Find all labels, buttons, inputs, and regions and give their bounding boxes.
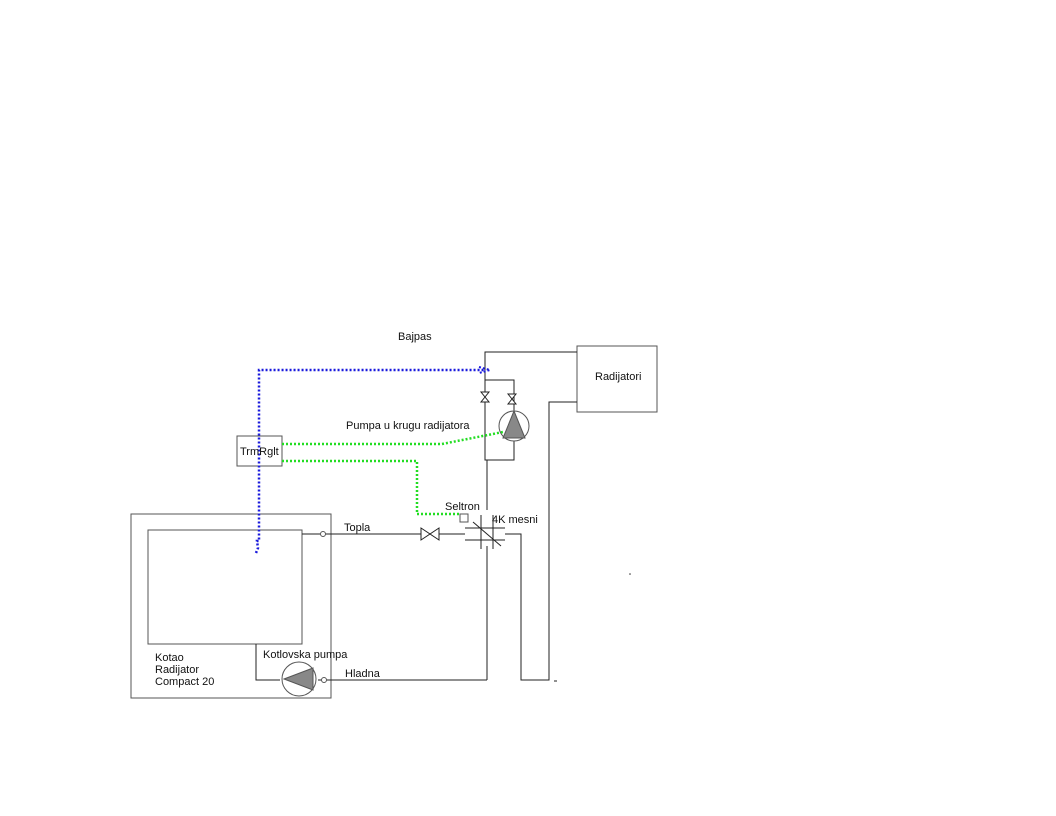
- hot-pipe-connector: [320, 531, 326, 537]
- radiators-box: [576, 345, 658, 413]
- valve-icon: [506, 393, 518, 405]
- mixing-valve-icon: [465, 515, 505, 549]
- label-compact: Compact 20: [155, 676, 214, 688]
- boiler-inner-box: [147, 529, 303, 645]
- valve-icon: [479, 391, 491, 403]
- control-line-green-mixer: [282, 459, 460, 516]
- control-line-blue: [254, 368, 485, 554]
- label-radijatori: Radijatori: [595, 371, 641, 383]
- pump-icon: [281, 661, 317, 697]
- supply-pipe: [484, 351, 577, 510]
- control-line-green-pump: [282, 430, 504, 446]
- stray-dot: [629, 573, 631, 575]
- pump-icon: [498, 409, 530, 442]
- label-hladna: Hladna: [345, 668, 381, 680]
- sensor-icon: [459, 513, 469, 523]
- label-pumpa-krug: Pumpa u krugu radijatora: [346, 420, 470, 432]
- label-trmrglt: TrmRglt: [240, 446, 279, 458]
- label-4k-mesni: 4K mesni: [492, 514, 538, 526]
- label-bajpas: Bajpas: [398, 331, 432, 343]
- valve-icon: [420, 527, 440, 541]
- label-seltron: Seltron: [445, 501, 480, 513]
- cold-pipe-connector: [321, 677, 327, 683]
- label-topla: Topla: [344, 522, 371, 534]
- label-kotlovska: Kotlovska pumpa: [263, 649, 348, 661]
- radiator-return-pipe: [505, 401, 577, 681]
- boiler-pump-loop: [255, 644, 280, 681]
- label-radijator: Radijator: [155, 664, 199, 676]
- label-kotao: Kotao: [155, 652, 184, 664]
